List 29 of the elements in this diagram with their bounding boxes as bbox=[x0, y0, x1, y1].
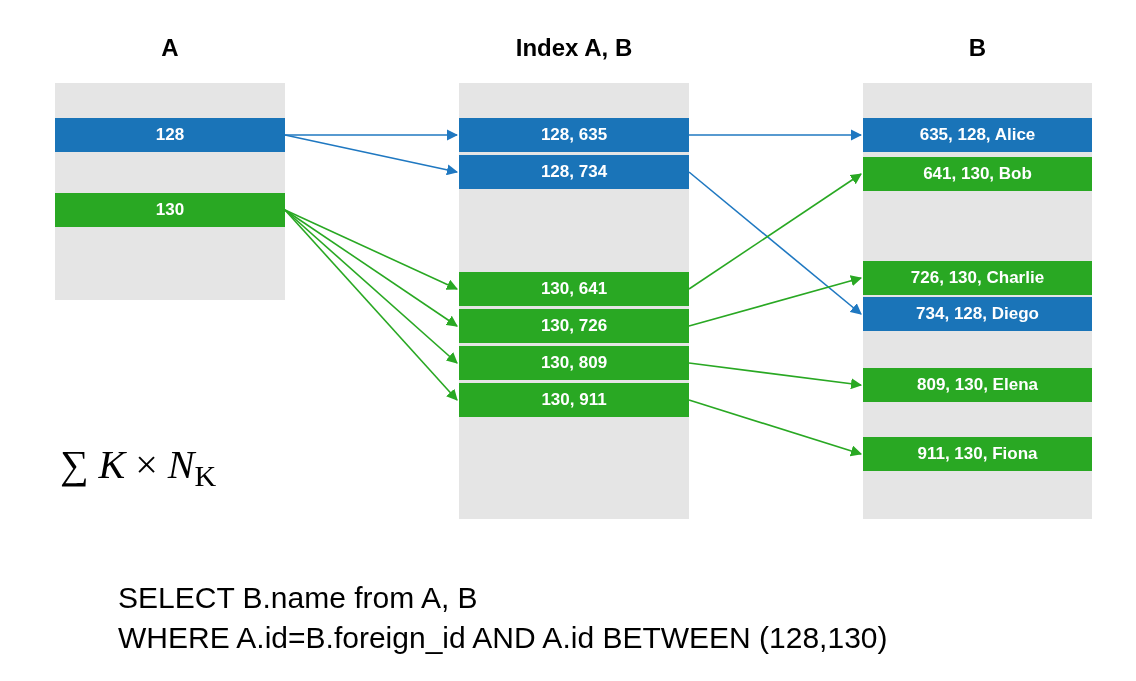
table-row: 809, 130, Elena bbox=[863, 368, 1092, 402]
arrow bbox=[688, 399, 863, 457]
table-row: 130, 726 bbox=[459, 309, 689, 343]
formula: ∑ K × N$_{K}$ bbox=[60, 441, 217, 494]
query-text: WHERE A.id=B.foreign_id AND A.id BETWEEN (128,130) bbox=[118, 620, 888, 656]
arrow bbox=[284, 129, 459, 141]
arrow bbox=[688, 362, 863, 390]
table-row: 911, 130, Fiona bbox=[863, 437, 1092, 471]
table-row: 128 bbox=[55, 118, 285, 152]
column-heading: B bbox=[967, 33, 988, 63]
arrow bbox=[688, 129, 863, 141]
table-row: 635, 128, Alice bbox=[863, 118, 1092, 152]
table-row: 128, 734 bbox=[459, 155, 689, 189]
arrow bbox=[284, 209, 458, 290]
table-row: 726, 130, Charlie bbox=[863, 261, 1092, 295]
arrow bbox=[688, 171, 862, 315]
query-text: SELECT B.name from A, B bbox=[118, 580, 479, 616]
table-row: 130, 911 bbox=[459, 383, 689, 417]
table-row: 130, 809 bbox=[459, 346, 689, 380]
table-row: 128, 635 bbox=[459, 118, 689, 152]
table-row: 130 bbox=[55, 193, 285, 227]
table-row: 641, 130, Bob bbox=[863, 157, 1092, 191]
table-row: 130, 641 bbox=[459, 272, 689, 306]
arrow bbox=[284, 134, 459, 176]
arrow bbox=[688, 275, 863, 327]
column-heading: A bbox=[160, 33, 180, 63]
arrow bbox=[688, 173, 862, 290]
column-heading: Index A, B bbox=[514, 33, 634, 63]
table-row: 734, 128, Diego bbox=[863, 297, 1092, 331]
